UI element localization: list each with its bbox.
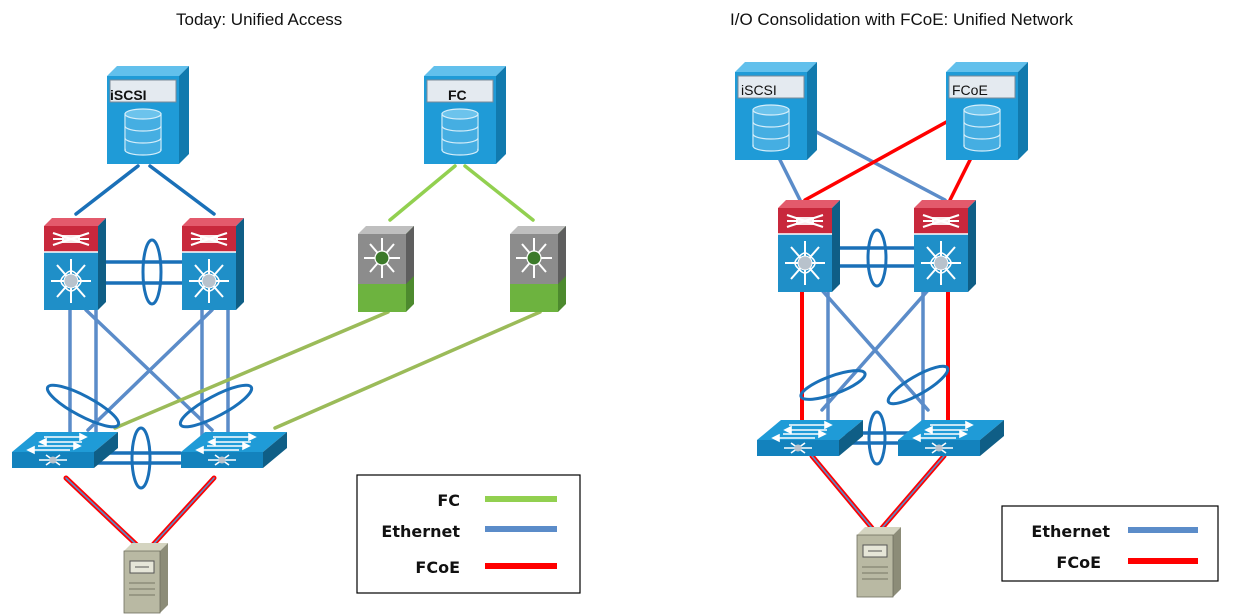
right-server [856, 526, 902, 598]
right-nexus-switch-2 [913, 199, 977, 293]
left-nexus-switch-1 [43, 217, 107, 311]
left-fc-label: FC [448, 87, 467, 103]
right-nexus-switch-1 [777, 199, 841, 293]
right-iscsi-label: iSCSI [741, 82, 777, 98]
left-fc-switch-2 [509, 225, 567, 313]
left-access-switch-2 [180, 431, 288, 469]
right-access-switch-2 [897, 419, 1005, 457]
left-fc-storage: FC [423, 65, 507, 165]
right-fcoe-storage: FCoE [945, 61, 1029, 161]
left-fc-switch-1 [357, 225, 415, 313]
right-port-channels [799, 228, 950, 466]
left-title: Today: Unified Access [176, 10, 342, 29]
left-iscsi-storage: iSCSI [106, 65, 190, 165]
left-iscsi-label: iSCSI [110, 87, 147, 103]
left-server [123, 542, 169, 614]
right-legend: Ethernet FCoE [1001, 505, 1219, 582]
right-iscsi-storage: iSCSI [734, 61, 818, 161]
right-fcoe-label: FCoE [952, 82, 988, 98]
legend-label-fcoe-right: FCoE [1056, 553, 1101, 572]
left-nexus-switch-2 [181, 217, 245, 311]
left-legend: FC Ethernet FCoE [356, 474, 581, 594]
right-links [773, 116, 977, 531]
left-port-channels [45, 238, 254, 490]
right-title: I/O Consolidation with FCoE: Unified Net… [730, 10, 1073, 29]
legend-label-fcoe: FCoE [415, 558, 460, 577]
legend-label-ethernet: Ethernet [381, 522, 460, 541]
legend-label-fc: FC [437, 491, 460, 510]
right-access-switch-1 [756, 419, 864, 457]
left-links [63, 164, 542, 551]
legend-label-ethernet-right: Ethernet [1031, 522, 1110, 541]
